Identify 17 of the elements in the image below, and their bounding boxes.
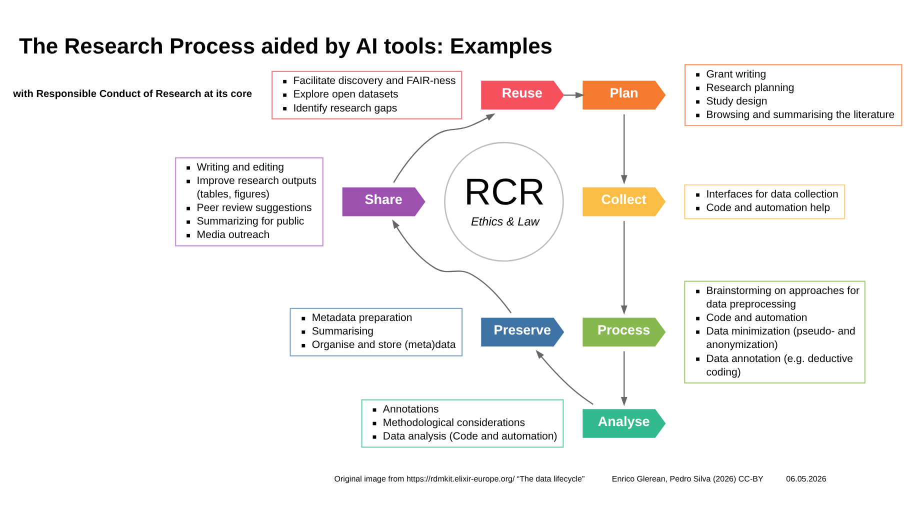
arrow bbox=[392, 219, 512, 314]
arrow bbox=[393, 113, 496, 183]
node-box: Grant writing Research planning Study design Browsing and summarising the literature bbox=[684, 64, 902, 126]
node-box: Annotations Methodological considerations Data analysis (Code and automation) bbox=[361, 399, 564, 448]
diagram-title: The Research Process aided by AI tools: Examples bbox=[19, 34, 553, 59]
label: with Responsible Conduct of Research at its core bbox=[13, 88, 252, 100]
arrow bbox=[620, 221, 628, 315]
arrow bbox=[620, 114, 628, 184]
node-box: Interfaces for data collection Code and automation help bbox=[684, 184, 846, 220]
node-box: Brainstorming on approaches for data preprocessing Code and automation Data minimization (pseudo- and anonymization) Data annotation (e.g. deductive coding) bbox=[684, 280, 866, 384]
node-box: Metadata preparation Summarising Organise and store (meta)data bbox=[290, 308, 463, 356]
node-circle: RCR Ethics & Law bbox=[444, 142, 564, 262]
node-box: Writing and editing Improve research outputs (tables, figures) Peer review suggestions Summarizing for public Media outreach bbox=[175, 157, 324, 246]
arrow bbox=[564, 92, 585, 98]
arrow bbox=[536, 350, 594, 405]
arrow bbox=[620, 351, 628, 406]
node-box: Facilitate discovery and FAIR-ness Explore open datasets Identify research gaps bbox=[272, 70, 462, 120]
